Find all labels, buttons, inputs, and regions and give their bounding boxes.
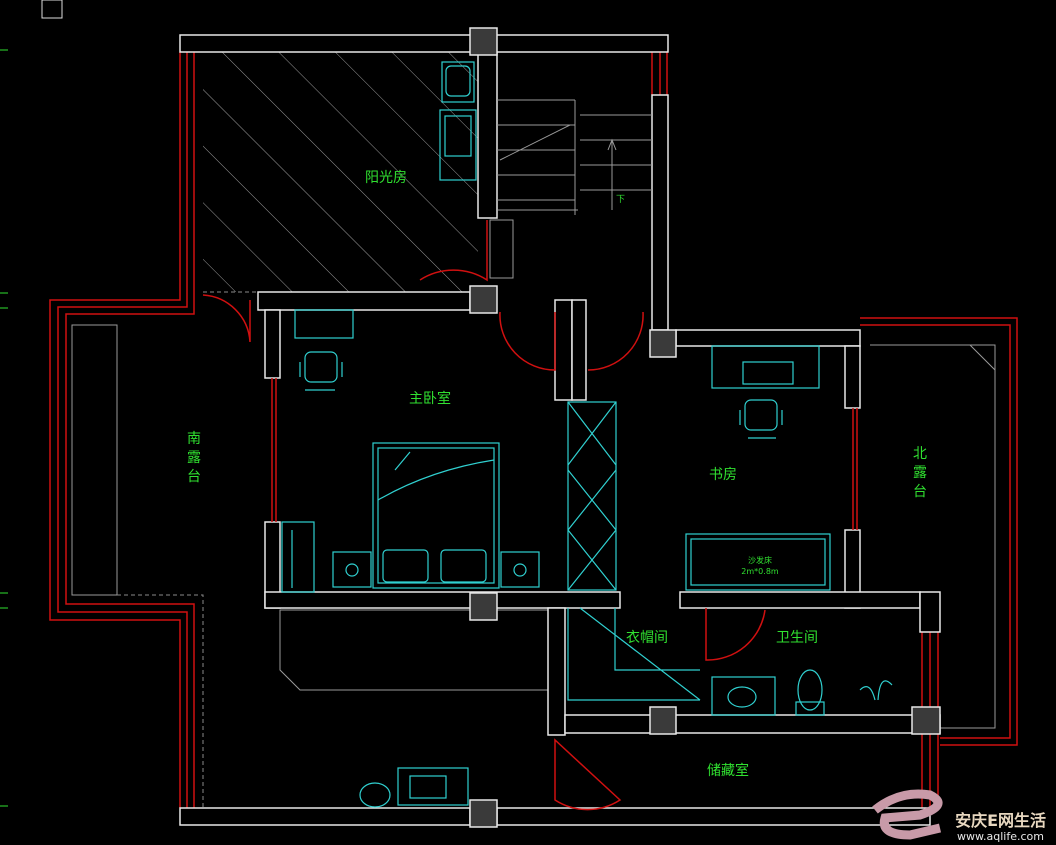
room-label-south-terrace: 南露台 bbox=[187, 431, 201, 485]
doors bbox=[202, 220, 766, 811]
north-terrace-railing bbox=[860, 317, 1018, 746]
sunroom-floor-hatch bbox=[203, 52, 478, 292]
stair-direction-label: 下 bbox=[616, 195, 626, 205]
south-terrace-railing bbox=[49, 52, 195, 808]
room-label-master-bedroom: 主卧室 bbox=[409, 391, 451, 407]
grid-ticks bbox=[0, 49, 8, 807]
watermark-url: www.aqlife.com bbox=[957, 830, 1044, 843]
watermark-brand: 安庆E网生活 bbox=[955, 811, 1046, 830]
sofa-bed-name: 沙发床 bbox=[748, 556, 772, 565]
bedroom-balcony-planter bbox=[279, 609, 549, 691]
room-label-north-terrace: 北露台 bbox=[913, 446, 927, 500]
terrace-edge bbox=[117, 291, 258, 808]
room-label-cloakroom: 衣帽间 bbox=[626, 630, 668, 646]
room-label-study: 书房 bbox=[709, 467, 737, 483]
room-label-bathroom: 卫生间 bbox=[776, 630, 818, 646]
room-label-sunroom: 阳光房 bbox=[365, 170, 407, 186]
furniture bbox=[281, 61, 893, 808]
sofa-bed-size: 2m*0.8m bbox=[741, 567, 779, 576]
north-terrace-edge bbox=[870, 344, 996, 729]
south-terrace-planter bbox=[71, 324, 118, 596]
staircase bbox=[489, 99, 652, 279]
ucs-marker bbox=[41, 0, 63, 19]
columns bbox=[469, 27, 941, 828]
room-label-storage: 储藏室 bbox=[707, 763, 749, 779]
